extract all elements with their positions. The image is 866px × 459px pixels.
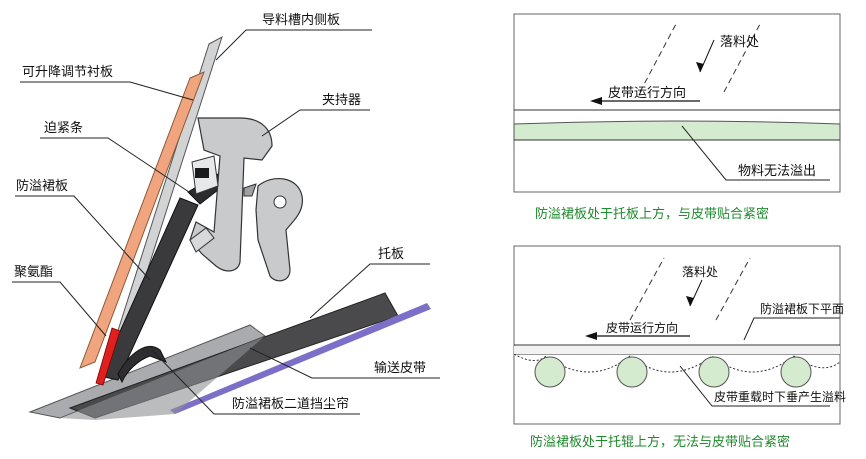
bottom-caption: 防溢裙板处于托辊上方，无法与皮带贴合紧密 <box>530 434 790 450</box>
label-clamp: 夹持器 <box>322 93 361 108</box>
top-belt <box>513 120 841 141</box>
leader-no-spill <box>681 125 830 181</box>
leader-polyurethane <box>12 281 107 337</box>
idler-roller-4 <box>780 356 812 388</box>
bottom-sag-spill: 皮带重载时下垂产生溢料 <box>714 390 846 404</box>
leader-idler-plate <box>309 263 430 319</box>
bottom-spill-zone <box>514 346 840 354</box>
b-drop-line-left <box>629 257 665 321</box>
clamp-bolt <box>195 168 209 178</box>
leader-sag-spill <box>679 365 830 407</box>
panel-bottom: 落料处 皮带运行方向 防溢裙板下平面 皮带重载时下垂产生溢料 <box>513 245 846 425</box>
skirt-cross-section <box>28 35 431 420</box>
panel-bottom-frame <box>513 245 841 425</box>
b-drop-line-right <box>715 257 751 321</box>
drop-line-left <box>639 23 677 93</box>
clamp-lever-shape <box>255 178 304 282</box>
bottom-belt-direction: 皮带运行方向 <box>606 320 678 335</box>
clamp-wing-shape <box>189 227 215 253</box>
top-no-spill: 物料无法溢出 <box>738 164 816 179</box>
label-conveyor-belt: 输送皮带 <box>374 360 426 376</box>
leader-adjustable-liner <box>20 81 194 101</box>
bottom-skirt-plane: 防溢裙板下平面 <box>760 301 844 316</box>
label-skirt-board: 防溢裙板 <box>16 178 68 194</box>
leader-skirt-board <box>15 195 151 281</box>
panel-top: 落料处 皮带运行方向 物料无法溢出 <box>513 13 841 193</box>
left-leader-lines <box>12 29 440 415</box>
top-drop-point: 落料处 <box>720 35 759 50</box>
top-direction-head <box>590 97 602 105</box>
clamp-hook-shape <box>243 183 257 197</box>
top-belt-direction: 皮带运行方向 <box>608 85 686 101</box>
adjustable-liner-shape <box>79 71 205 369</box>
top-caption: 防溢裙板处于托板上方，与皮带贴合紧密 <box>535 206 769 222</box>
leader-second-curtain <box>151 349 360 415</box>
panel-top-frame <box>513 13 841 193</box>
clamp-lever-hole <box>273 195 287 209</box>
drop-arrow-head <box>696 62 704 72</box>
bottom-direction-head <box>585 332 597 340</box>
b-drop-arrow-head <box>686 296 694 306</box>
idler-roller-3 <box>698 356 730 388</box>
label-tension-strip: 迫紧条 <box>44 120 83 136</box>
idler-roller-1 <box>534 356 566 388</box>
leader-inner-side-plate <box>215 29 372 61</box>
belt-lower-shadow <box>60 336 265 420</box>
leader-conveyor-belt <box>249 347 440 379</box>
leader-tension-strip <box>40 137 196 197</box>
label-polyurethane: 聚氨酯 <box>14 265 53 280</box>
idler-roller-2 <box>616 356 648 388</box>
skirt-board-shape <box>99 197 199 381</box>
leader-skirt-bottom <box>743 317 840 341</box>
bottom-belt-sag <box>513 353 841 373</box>
second-curtain-shape <box>117 345 168 384</box>
leader-clamp <box>261 109 370 137</box>
drop-line-right <box>723 23 761 93</box>
label-inner-side-plate: 导料槽内侧板 <box>262 12 340 28</box>
label-adjustable-liner: 可升降调节衬板 <box>22 65 113 80</box>
label-second-curtain: 防溢裙板二道挡尘帘 <box>232 396 349 412</box>
belt-purple-strip <box>170 303 431 414</box>
label-idler-plate: 托板 <box>378 247 404 262</box>
polyurethane-shape <box>95 327 121 386</box>
bottom-drop-point: 落料处 <box>682 265 718 279</box>
